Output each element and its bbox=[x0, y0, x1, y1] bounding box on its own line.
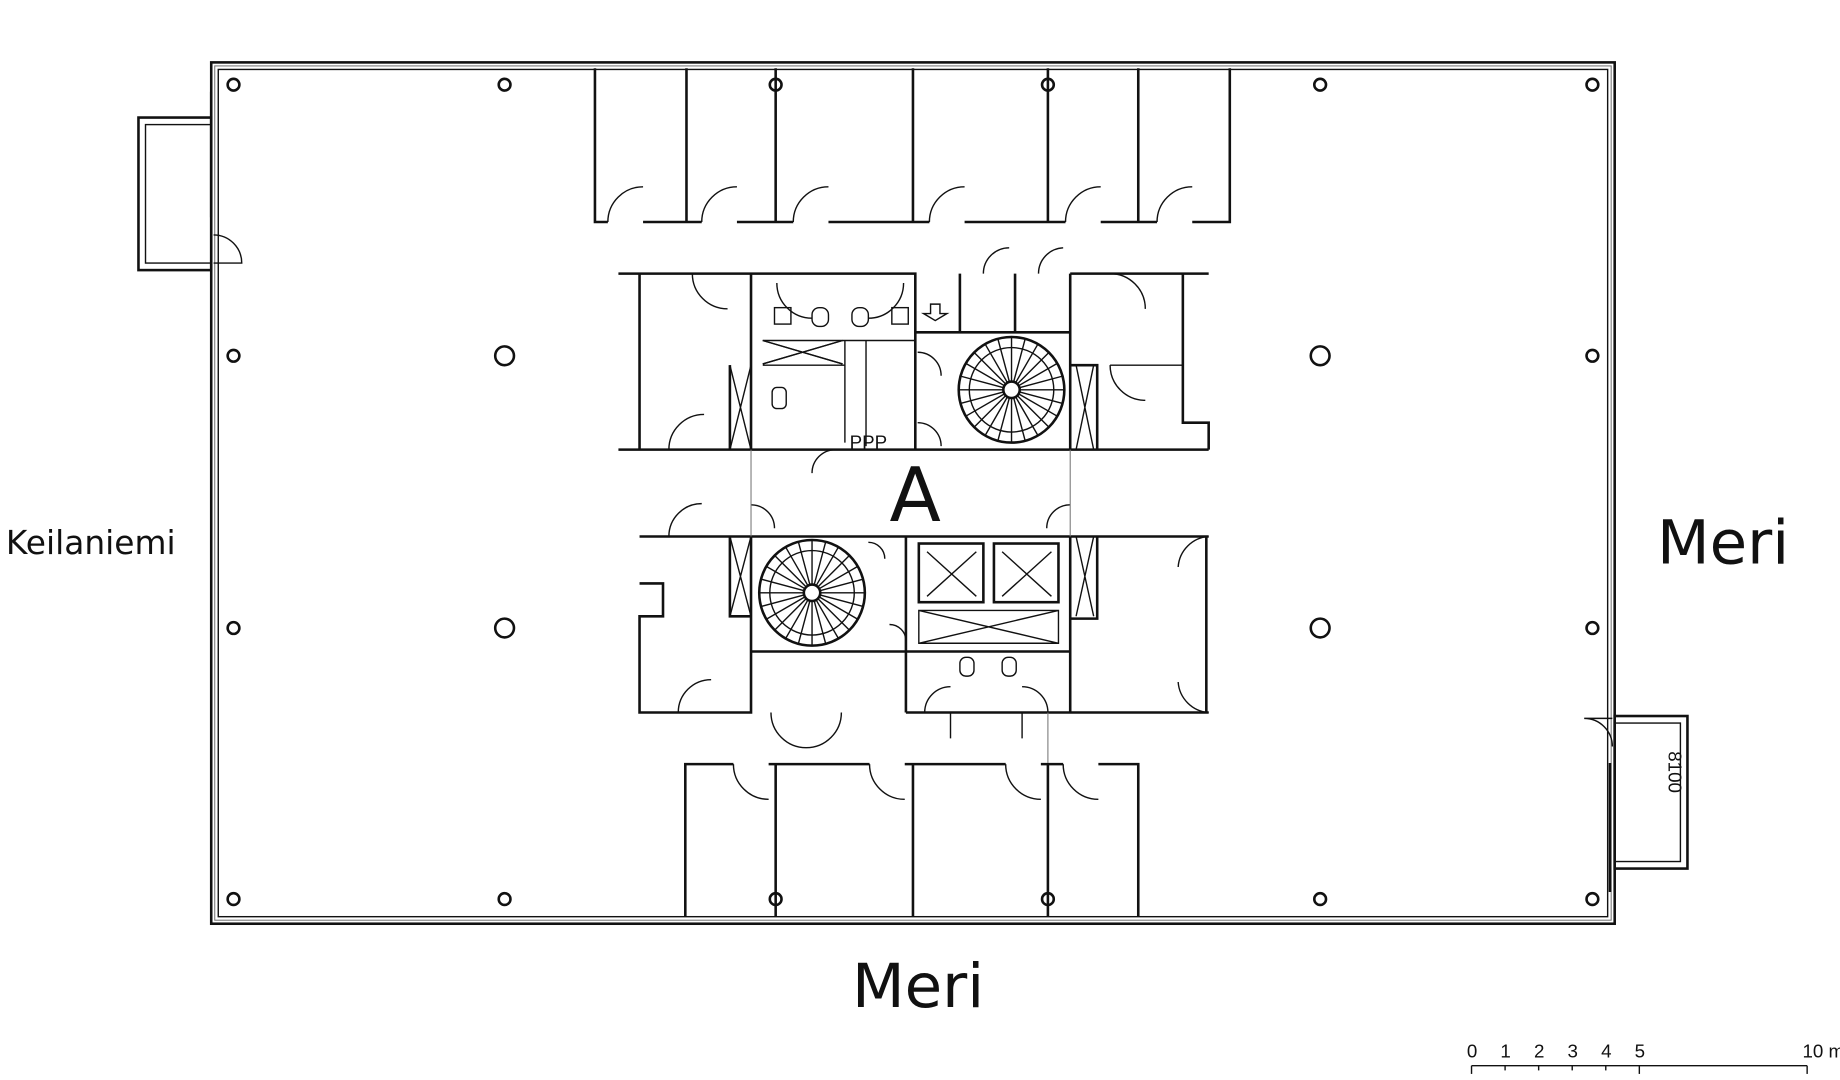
scale-label: 2 bbox=[1534, 1041, 1544, 1062]
label-meri-east: Meri bbox=[1657, 507, 1789, 578]
scale-label: 10 m bbox=[1802, 1041, 1840, 1062]
spiral-stair-south bbox=[757, 538, 867, 647]
offices-north bbox=[593, 68, 1232, 224]
column-icon bbox=[226, 620, 241, 636]
column-icon bbox=[497, 891, 512, 907]
column-icon bbox=[1309, 345, 1331, 367]
label-keilaniemi: Keilaniemi bbox=[6, 524, 176, 562]
core-north: PPP bbox=[618, 247, 1210, 474]
column-icon bbox=[1585, 348, 1600, 363]
column-icon bbox=[1312, 77, 1328, 92]
core-marking: PPP bbox=[850, 431, 888, 452]
column-icon bbox=[226, 77, 241, 92]
column-icon bbox=[493, 345, 516, 367]
label-meri-south: Meri bbox=[852, 951, 984, 1022]
column-icon bbox=[1585, 620, 1600, 636]
column-icon bbox=[226, 348, 241, 363]
scale-label: 3 bbox=[1568, 1041, 1578, 1062]
column-icon bbox=[1040, 77, 1056, 92]
column-icon bbox=[1040, 891, 1056, 907]
column-icon bbox=[1585, 77, 1600, 92]
column-icon bbox=[768, 891, 783, 907]
scale-bar: 0 1 2 3 4 5 10 m bbox=[1467, 1041, 1840, 1074]
column-icon bbox=[1309, 617, 1331, 639]
structural-columns bbox=[226, 77, 1600, 907]
column-icon bbox=[493, 617, 516, 639]
elevator-2 bbox=[992, 542, 1060, 604]
spiral-stair-north bbox=[957, 335, 1066, 444]
scale-label: 5 bbox=[1635, 1041, 1645, 1062]
column-icon bbox=[1312, 891, 1328, 907]
core-label-a: A bbox=[889, 451, 940, 539]
scale-label: 1 bbox=[1500, 1041, 1510, 1062]
column-icon bbox=[497, 77, 512, 92]
column-icon bbox=[226, 891, 241, 907]
core-south bbox=[638, 502, 1209, 749]
column-icon bbox=[1585, 891, 1600, 907]
offices-south bbox=[684, 762, 1140, 917]
column-icon bbox=[768, 77, 783, 92]
scale-label: 0 bbox=[1467, 1041, 1477, 1062]
scale-label: 4 bbox=[1601, 1041, 1611, 1062]
balcony-west bbox=[137, 91, 243, 272]
exit-arrow-icon bbox=[920, 303, 950, 322]
balcony-dimension: 8100 bbox=[1665, 751, 1686, 793]
balcony-east: 8100 bbox=[1584, 714, 1689, 893]
elevator-1 bbox=[917, 542, 985, 604]
